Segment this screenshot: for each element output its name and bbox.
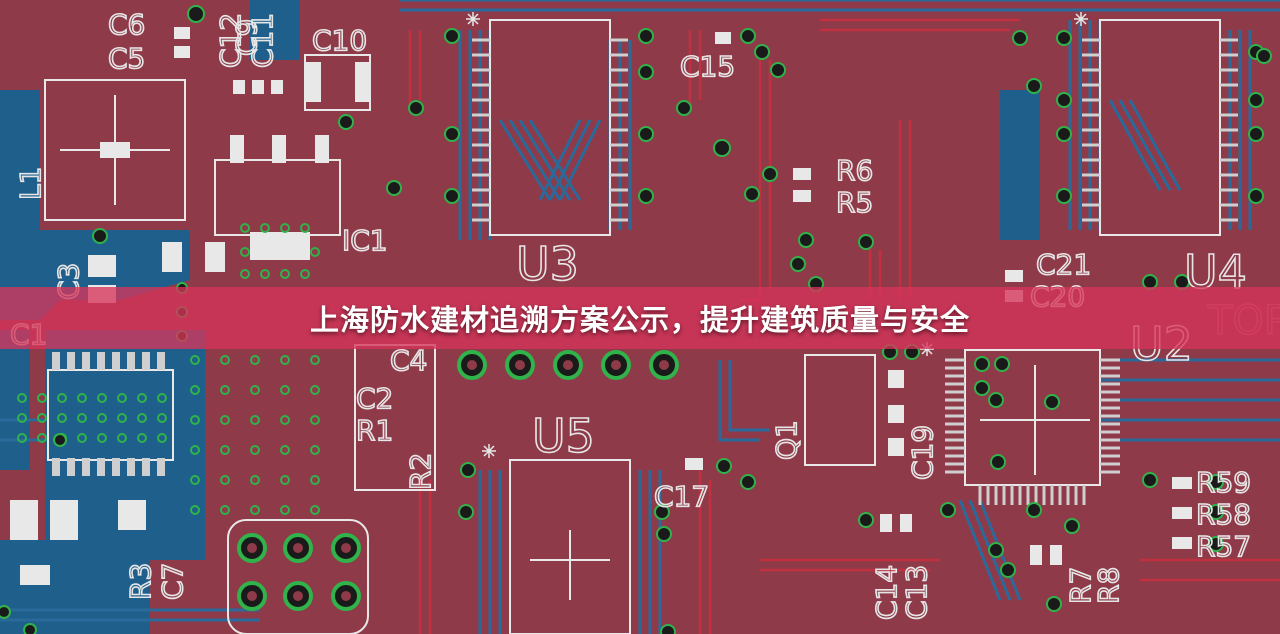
svg-text:R6: R6 — [836, 154, 873, 187]
svg-text:C11: C11 — [246, 13, 279, 68]
svg-text:R59: R59 — [1196, 466, 1251, 499]
svg-text:C5: C5 — [108, 42, 145, 75]
svg-text:R58: R58 — [1196, 498, 1251, 531]
svg-text:C6: C6 — [108, 8, 145, 41]
svg-text:C2: C2 — [356, 382, 393, 415]
svg-text:C14: C14 — [870, 565, 903, 620]
svg-text:C17: C17 — [654, 480, 709, 513]
svg-text:Q1: Q1 — [770, 420, 803, 460]
svg-text:R7: R7 — [1064, 567, 1097, 604]
svg-text:C10: C10 — [312, 24, 367, 57]
svg-text:IC1: IC1 — [342, 224, 388, 257]
svg-text:U5: U5 — [532, 409, 595, 463]
svg-text:U3: U3 — [516, 237, 579, 291]
svg-text:R1: R1 — [356, 414, 393, 447]
banner-title: 上海防水建材追溯方案公示，提升建筑质量与安全 — [309, 303, 970, 337]
svg-text:L1: L1 — [14, 167, 47, 200]
svg-text:C9: C9 — [230, 19, 263, 56]
svg-text:R3: R3 — [124, 563, 157, 600]
svg-text:R5: R5 — [836, 186, 873, 219]
svg-text:C15: C15 — [680, 50, 735, 83]
svg-text:R8: R8 — [1092, 567, 1125, 604]
svg-text:R57: R57 — [1196, 530, 1251, 563]
svg-text:C7: C7 — [156, 563, 189, 600]
svg-text:C13: C13 — [900, 565, 933, 620]
svg-text:R2: R2 — [404, 453, 437, 490]
svg-text:C19: C19 — [906, 425, 939, 480]
svg-text:C12: C12 — [214, 13, 247, 68]
title-banner: 上海防水建材追溯方案公示，提升建筑质量与安全 — [0, 287, 1280, 349]
svg-text:C21: C21 — [1036, 248, 1091, 281]
